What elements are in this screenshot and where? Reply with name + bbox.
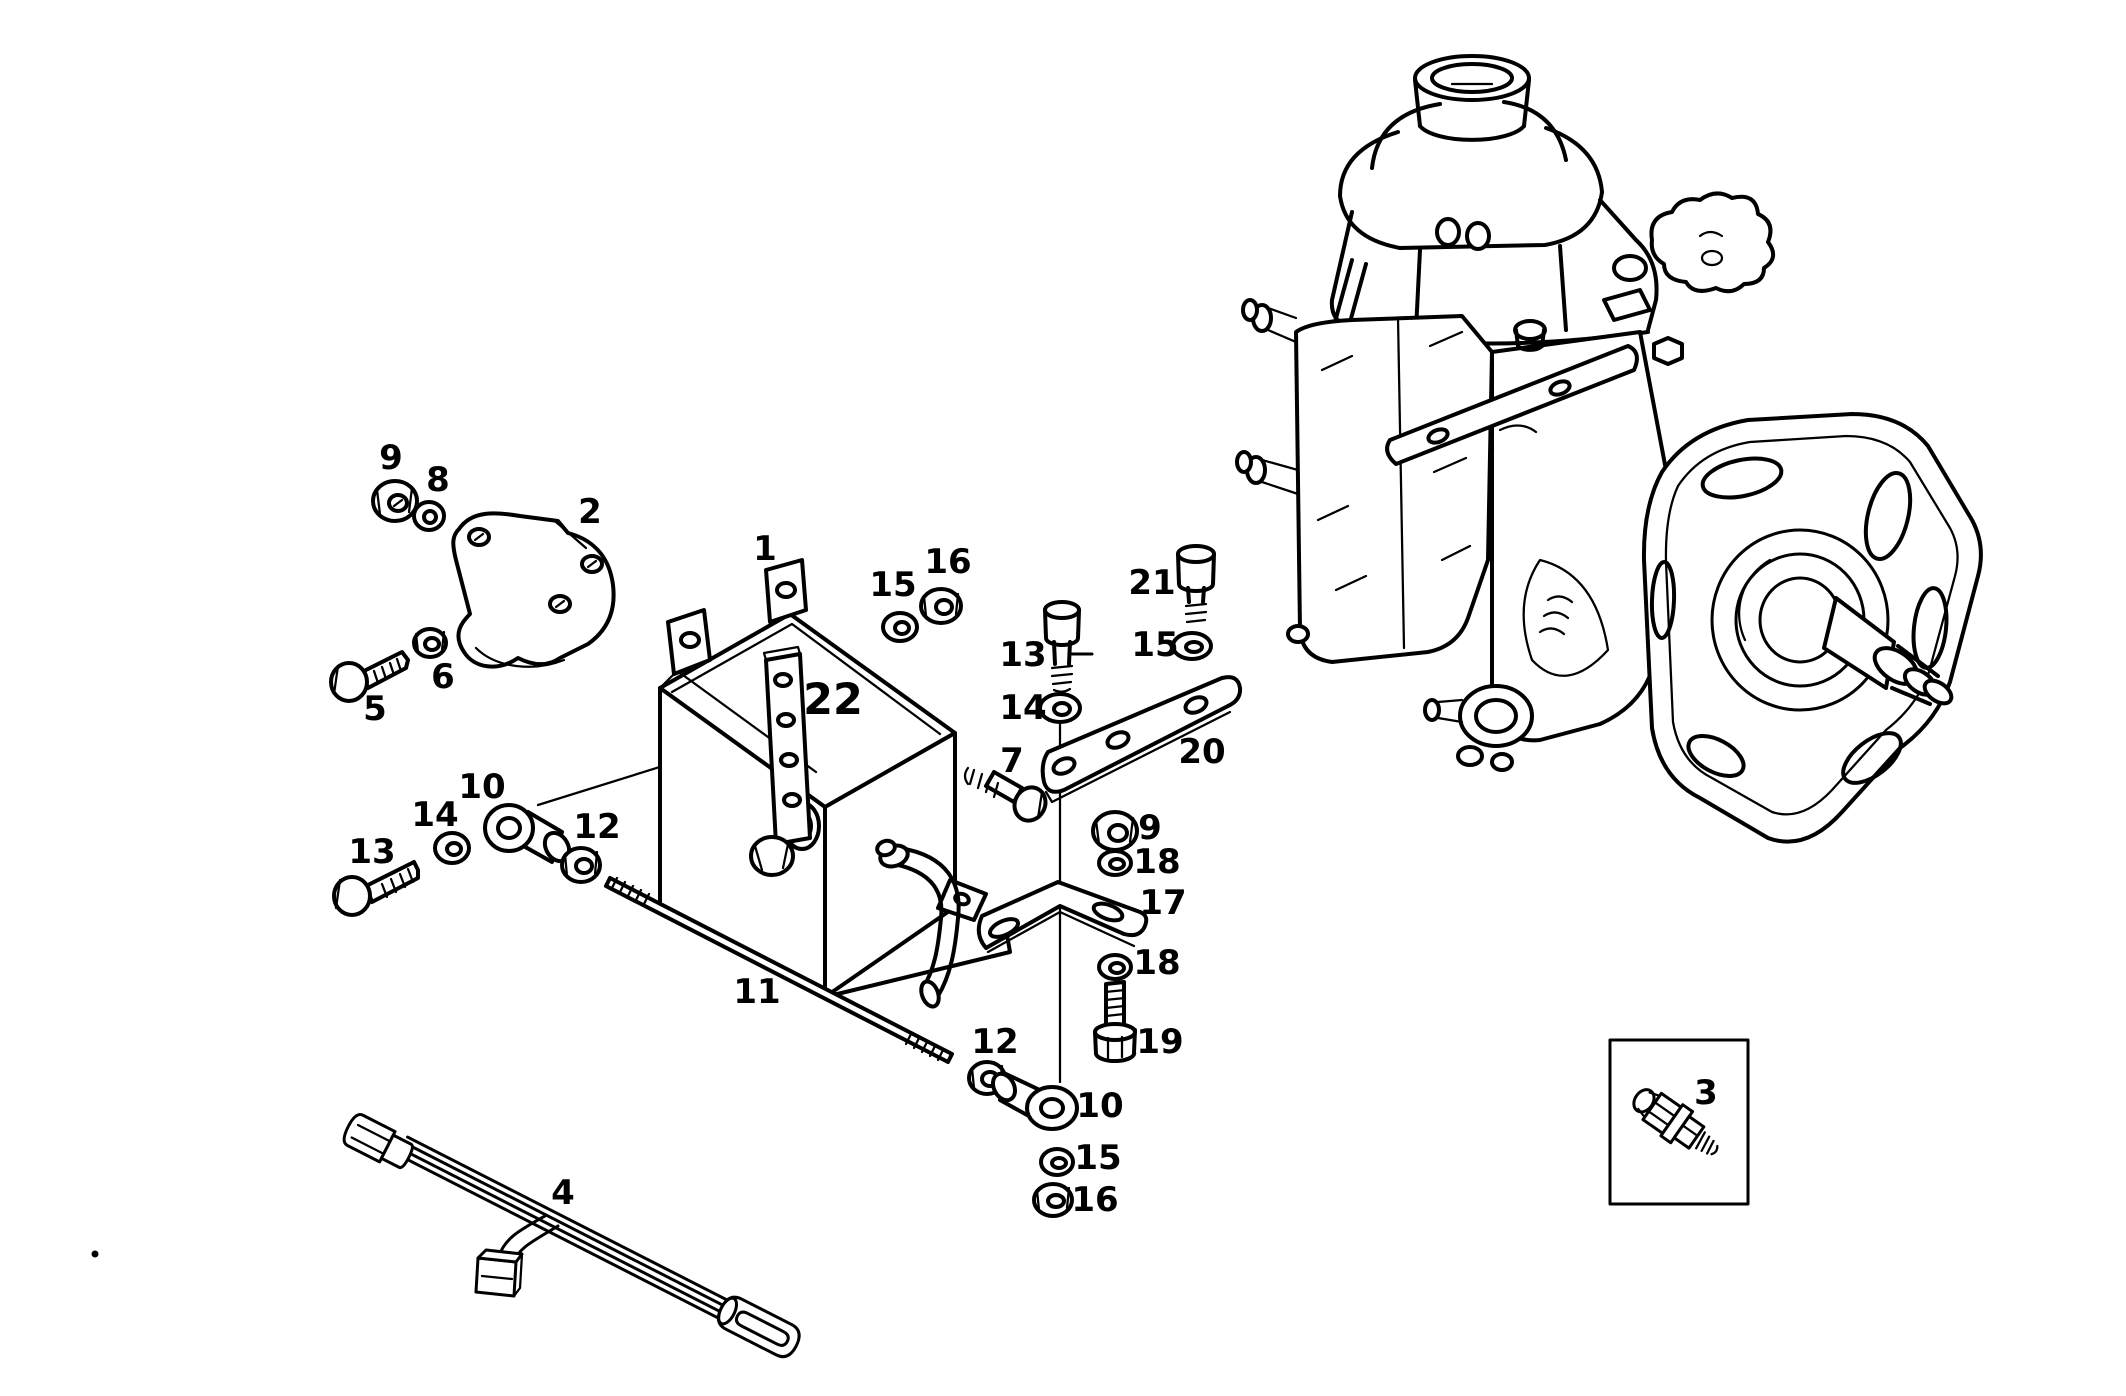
callout-18: 18: [1133, 943, 1180, 983]
callout-13: 13: [348, 832, 395, 872]
part-4-cable: [342, 1113, 801, 1359]
part-9-nut-lower: [1091, 810, 1139, 852]
part-3-inset: [1608, 1038, 1750, 1206]
part-10-rod-eyelet-lower: [990, 1071, 1079, 1131]
part-17-bracket: [976, 880, 1149, 954]
callout-13: 13: [999, 635, 1046, 675]
part-14-washer-vertical: [1038, 692, 1082, 724]
callout-19: 19: [1136, 1022, 1183, 1062]
injection-pump-assembly: [1235, 54, 1983, 844]
part-19-bolt: [1093, 980, 1137, 1064]
part-6-nut: [412, 627, 448, 659]
pump-top-strap: [1385, 319, 1639, 466]
part-14-washer-left: [433, 831, 471, 865]
callout-2: 2: [578, 492, 602, 532]
callout-9: 9: [1138, 808, 1162, 848]
callout-21: 21: [1128, 563, 1175, 603]
part-5-bolt: [329, 650, 410, 703]
part-2-bracket: [451, 511, 616, 669]
callout-18: 18: [1133, 842, 1180, 882]
callout-14: 14: [411, 795, 458, 835]
pump-body-block: [1235, 298, 1494, 664]
part-9-nut-upper: [371, 479, 419, 523]
part-15-washer-right: [1171, 631, 1213, 661]
part-15-washer-lower: [1039, 1147, 1075, 1177]
cable-end-connector-bottom: [716, 1295, 801, 1359]
part-7-bolt: [963, 766, 1048, 823]
part-15-washer-top: [881, 611, 919, 643]
callout-17: 17: [1139, 883, 1186, 923]
part-1-support-box: [658, 558, 1012, 1009]
inset-box: [1608, 1038, 1750, 1206]
pump-mounting-flange: [1641, 412, 1983, 844]
pump-casting-ears: [1602, 191, 1776, 366]
callout-12: 12: [971, 1022, 1018, 1062]
part-18-washer-upper: [1097, 849, 1133, 877]
callout-7: 7: [1000, 741, 1024, 781]
callout-10: 10: [1076, 1086, 1123, 1126]
callout-14: 14: [999, 688, 1046, 728]
callout-9: 9: [379, 438, 403, 478]
part-12-nut-left: [560, 846, 602, 884]
part-13-bolt-left: [332, 860, 420, 917]
part-16-nut-top: [919, 587, 963, 625]
callout-11: 11: [733, 972, 780, 1012]
page-dot: [91, 1250, 99, 1258]
pump-top-cap: [1413, 54, 1531, 142]
callout-22: 22: [803, 675, 863, 725]
pump-mid-body: [1423, 330, 1668, 772]
part-8-washer: [412, 500, 446, 532]
part-16-nut-lower: [1032, 1182, 1074, 1218]
cable-end-connector-top: [342, 1113, 414, 1170]
cable-branch-connector: [474, 1248, 524, 1298]
part-20-strap: [1040, 675, 1243, 804]
part-21-bolt: [1176, 544, 1216, 624]
callout-6: 6: [431, 657, 455, 697]
part-11-tie-rod: [604, 876, 954, 1064]
part-22-adjusting-strap: [749, 645, 821, 877]
callout-16: 16: [1071, 1180, 1118, 1220]
part-13-bolt-vertical: [1043, 600, 1081, 693]
part-10-rod-eyelet-left: [483, 803, 572, 864]
part-18-washer-lower: [1097, 953, 1133, 981]
callout-10: 10: [458, 767, 505, 807]
callout-3: 3: [1694, 1073, 1718, 1113]
callout-15: 15: [1131, 625, 1178, 665]
callout-1: 1: [753, 529, 777, 569]
callout-15: 15: [1074, 1138, 1121, 1178]
callout-12: 12: [573, 807, 620, 847]
callout-16: 16: [924, 542, 971, 582]
callout-20: 20: [1178, 732, 1225, 772]
callout-4: 4: [551, 1173, 575, 1213]
box-pipe: [875, 838, 961, 1009]
part-3-sensor: [1632, 1088, 1719, 1156]
callout-8: 8: [426, 460, 450, 500]
callout-15: 15: [869, 565, 916, 605]
callout-5: 5: [363, 689, 387, 729]
